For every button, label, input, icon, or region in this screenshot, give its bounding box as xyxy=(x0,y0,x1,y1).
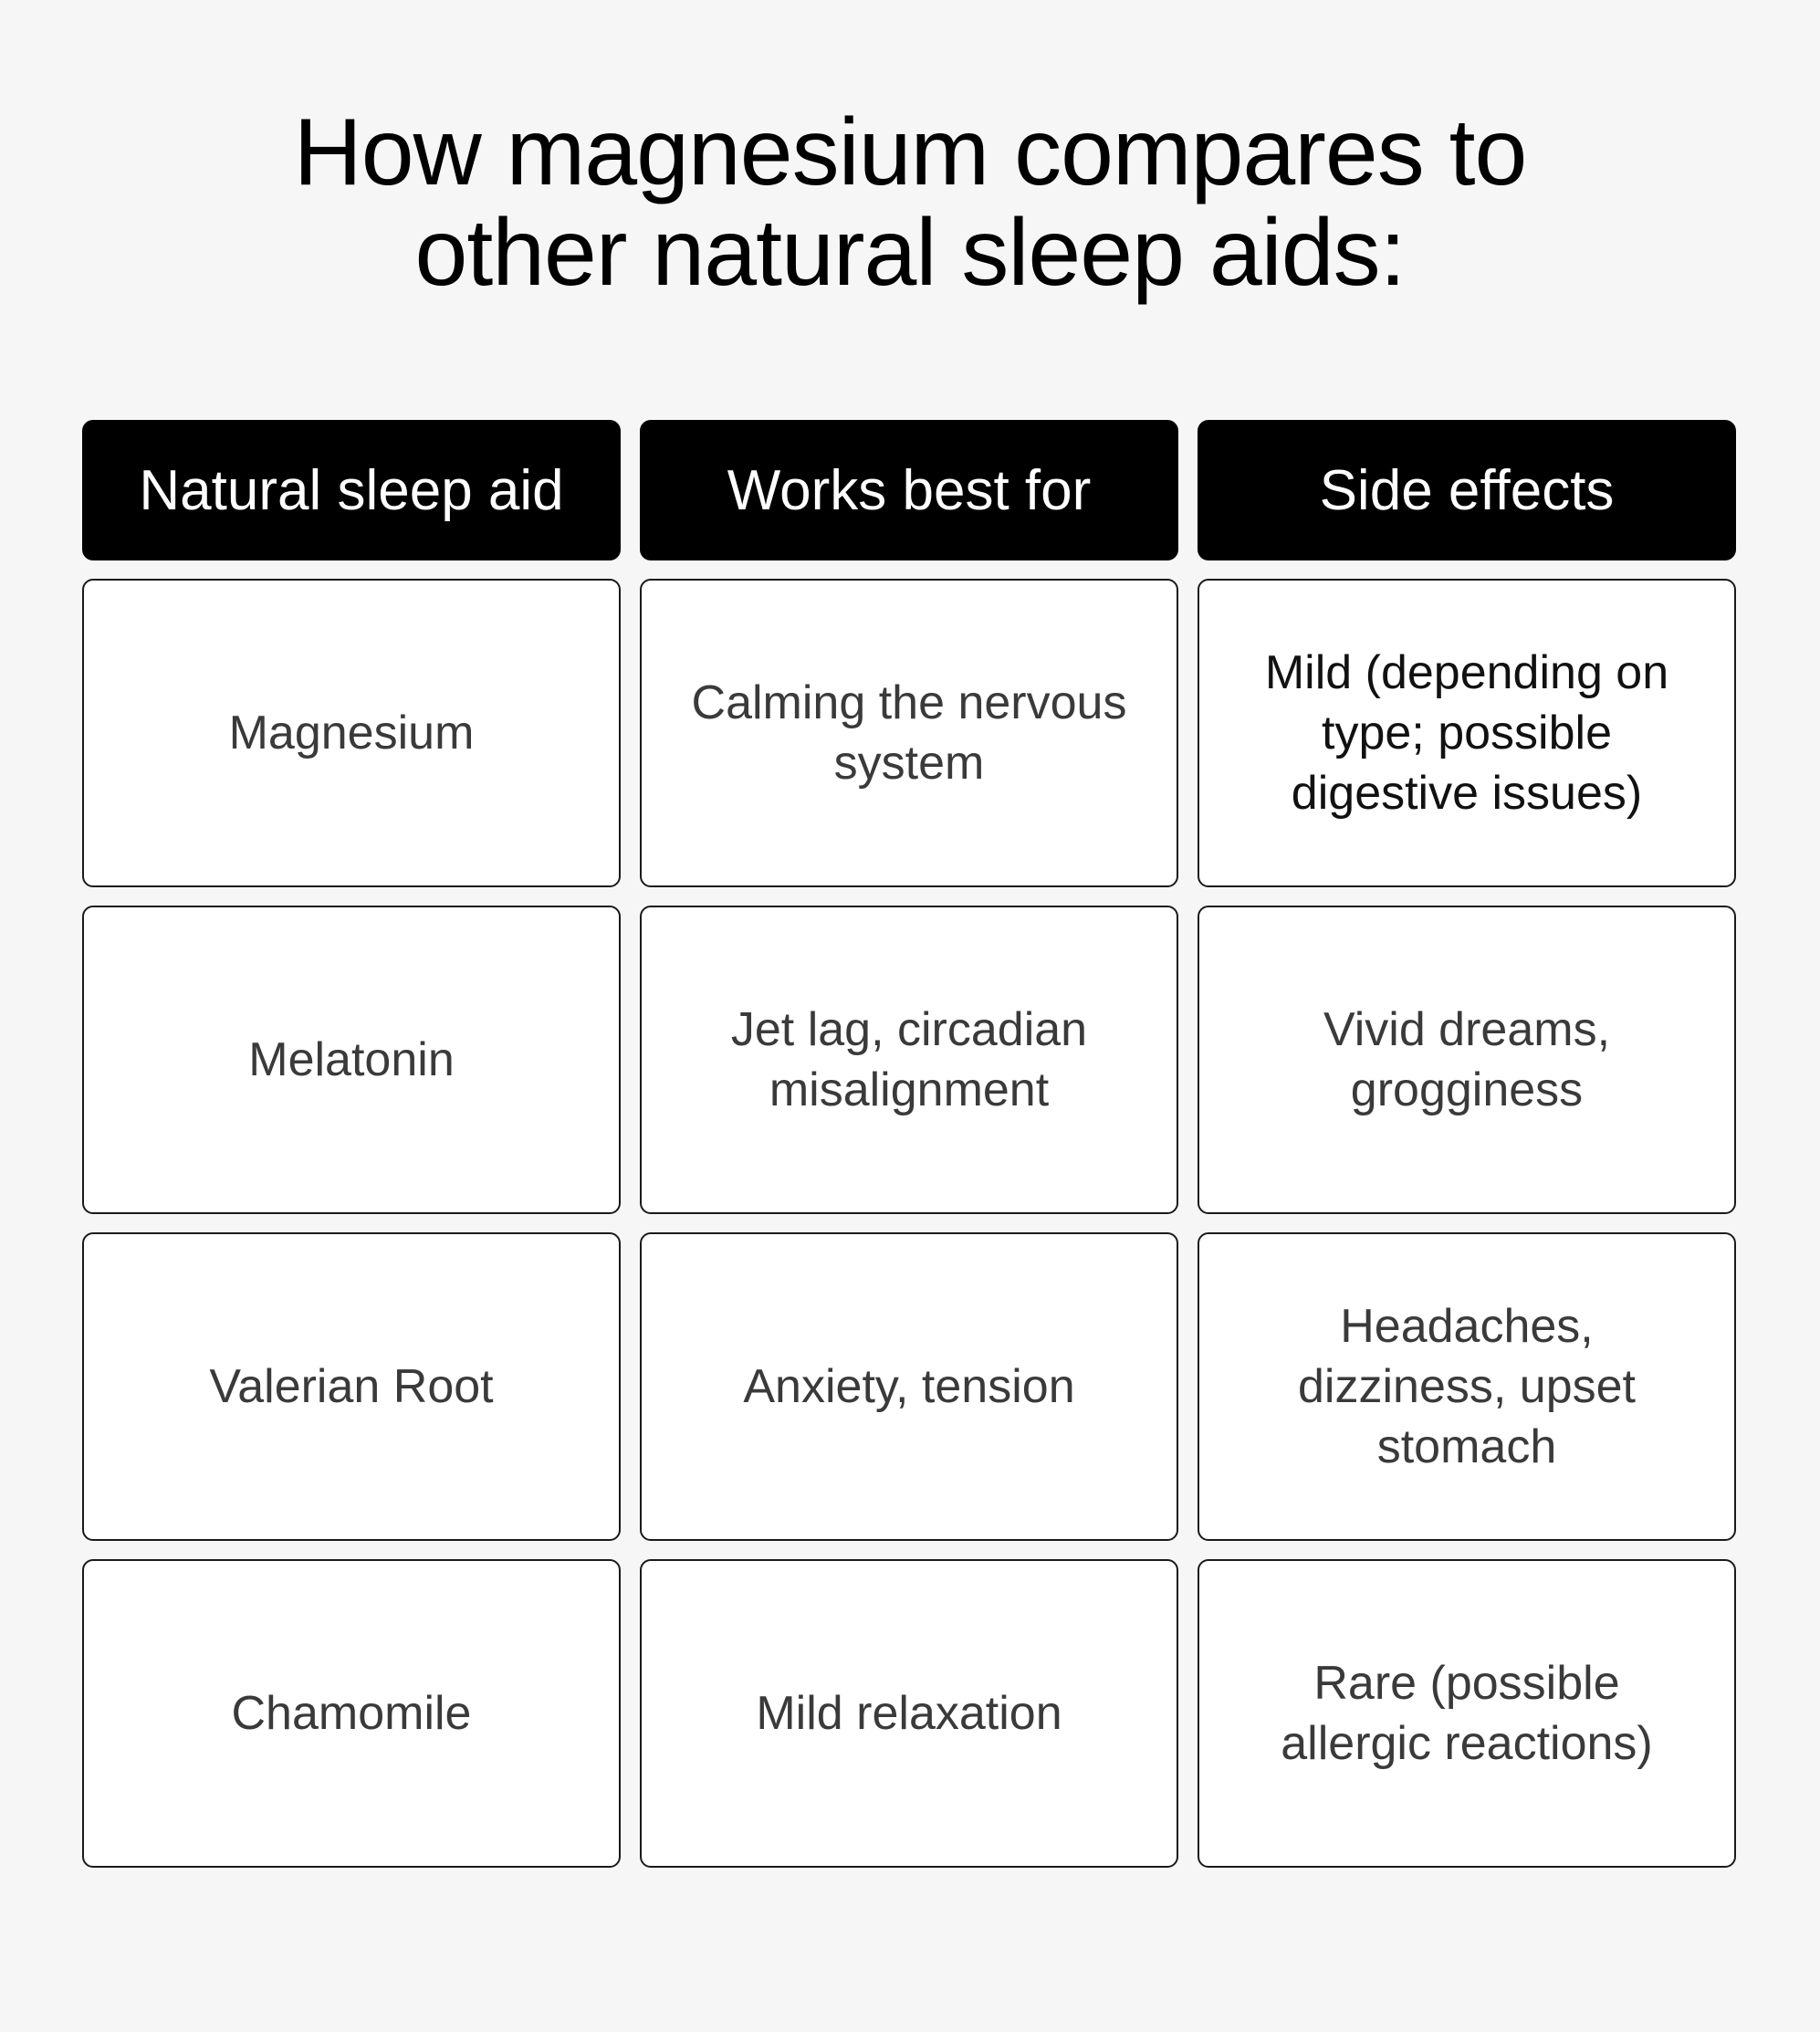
cell-magnesium-side-effects: Mild (depending on type; possible digest… xyxy=(1198,579,1736,887)
cell-chamomile-works-best: Mild relaxation xyxy=(640,1559,1178,1868)
column-header-side-effects: Side effects xyxy=(1198,420,1736,560)
cell-magnesium-name: Magnesium xyxy=(82,579,621,887)
cell-chamomile-side-effects: Rare (possible allergic reactions) xyxy=(1198,1559,1736,1868)
cell-melatonin-side-effects: Vivid dreams, grogginess xyxy=(1198,906,1736,1214)
cell-melatonin-works-best: Jet lag, circadian misalignment xyxy=(640,906,1178,1214)
title-line-2: other natural sleep aids: xyxy=(414,200,1406,306)
comparison-table: Natural sleep aid Works best for Side ef… xyxy=(82,420,1736,1868)
title-line-1: How magnesium compares to xyxy=(293,100,1528,205)
cell-melatonin-name: Melatonin xyxy=(82,906,621,1214)
cell-chamomile-name: Chamomile xyxy=(82,1559,621,1868)
page-title: How magnesium compares to other natural … xyxy=(0,102,1820,303)
cell-valerian-name: Valerian Root xyxy=(82,1232,621,1541)
cell-valerian-works-best: Anxiety, tension xyxy=(640,1232,1178,1541)
column-header-works-best-for: Works best for xyxy=(640,420,1178,560)
column-header-sleep-aid: Natural sleep aid xyxy=(82,420,621,560)
cell-valerian-side-effects: Headaches, dizziness, upset stomach xyxy=(1198,1232,1736,1541)
cell-magnesium-works-best: Calming the nervous system xyxy=(640,579,1178,887)
